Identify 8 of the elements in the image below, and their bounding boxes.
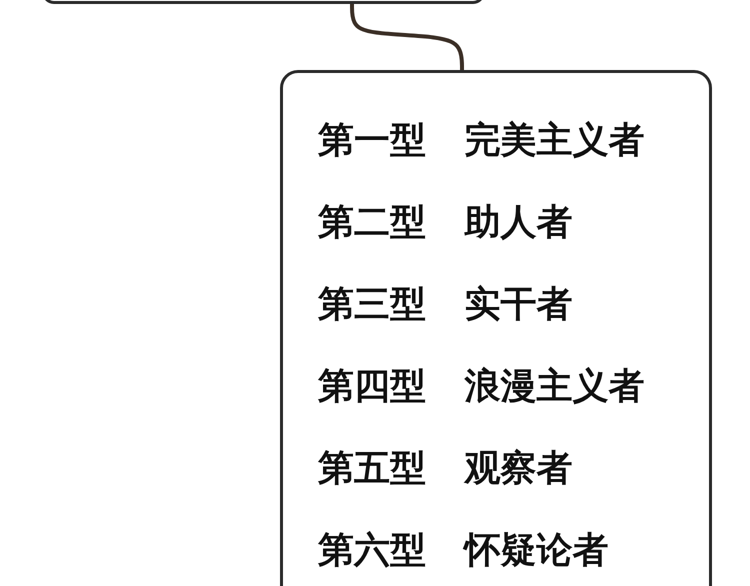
- list-box: [280, 70, 712, 586]
- type-label: 第三型 实干者: [318, 283, 573, 327]
- type-label: 第五型 观察者: [318, 447, 573, 491]
- type-label: 第六型 怀疑论者: [318, 529, 609, 573]
- connector-line: [350, 4, 464, 70]
- type-label: 第一型 完美主义者: [318, 119, 645, 163]
- type-label: 第二型 助人者: [318, 201, 573, 245]
- type-label: 第四型 浪漫主义者: [318, 365, 645, 409]
